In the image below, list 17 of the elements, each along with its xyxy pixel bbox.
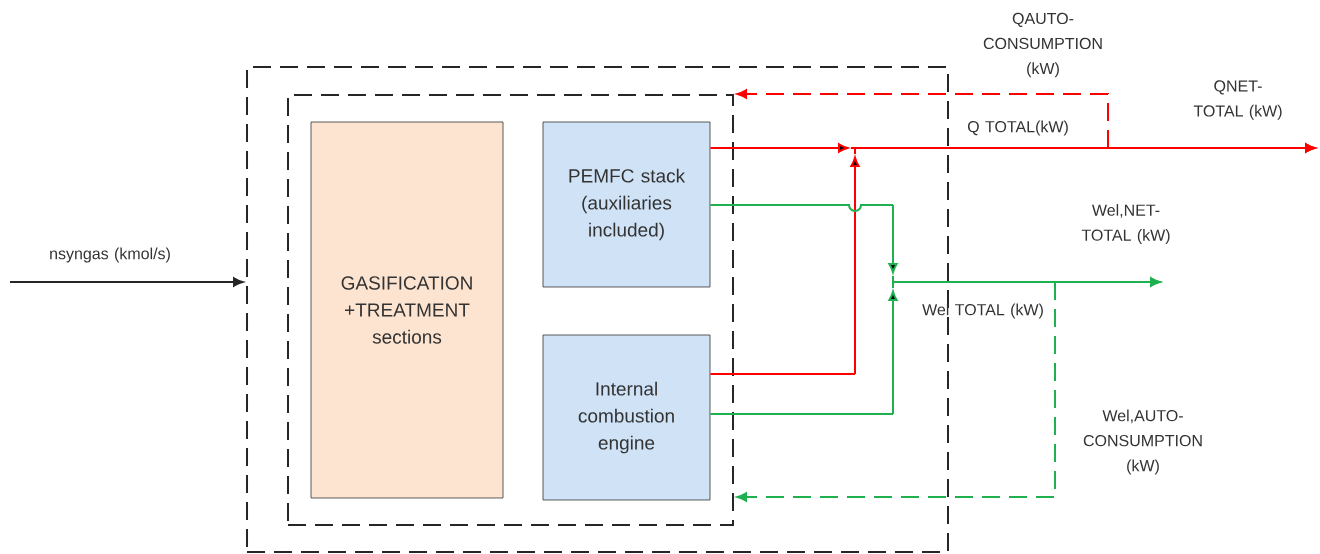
process-box: PEMFC stack (auxiliaries included) [542, 121, 711, 288]
arrow [736, 281, 1056, 502]
system-boundary [246, 66, 949, 553]
flow-label: Wel TOTAL (kW) [922, 303, 1043, 319]
edge-label: nsyngas (kmol/s) [50, 247, 170, 263]
flow-label: Wel,NET-TOTAL (kW) [1081, 204, 1170, 244]
arrow [709, 143, 1316, 375]
plant-boundary [287, 94, 734, 526]
arrow [709, 277, 1161, 415]
flow-label: Q TOTAL(kW) [967, 120, 1068, 136]
arrow [9, 277, 244, 287]
arrow [736, 89, 1109, 149]
edge-label: Wel,AUTO-CONSUMPTION (kW) [1083, 409, 1202, 475]
process-box: Internal combustion engine [542, 334, 711, 501]
flow-label: QNET-TOTAL (kW) [1193, 80, 1282, 120]
process-box: GASIFICATION +TREATMENT sections [310, 121, 504, 499]
edge-label: QAUTO-CONSUMPTION (kW) [983, 12, 1102, 78]
